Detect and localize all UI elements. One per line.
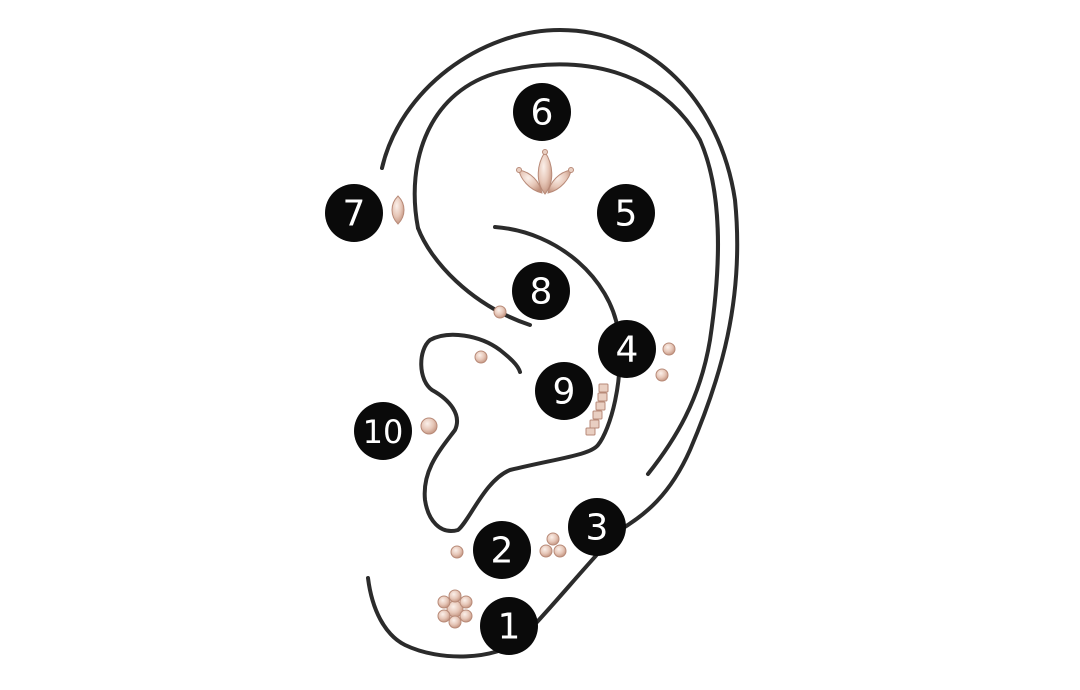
marker-1-label: 1 — [498, 607, 521, 648]
marker-2-label: 2 — [491, 531, 514, 572]
marker-4-label: 4 — [616, 330, 639, 371]
jewelry — [391, 149, 676, 629]
small-stud-icon — [493, 305, 507, 319]
double-stud-icon — [655, 342, 676, 382]
marker-10-label: 10 — [363, 413, 404, 451]
helix-outer-rim — [366, 28, 740, 659]
lotus-stud-icon — [516, 149, 574, 195]
flower-cluster-stud-icon — [437, 589, 473, 629]
marker-5[interactable]: 5 — [597, 184, 655, 242]
marker-10[interactable]: 10 — [354, 402, 412, 460]
small-stud-icon — [474, 350, 488, 364]
marker-1[interactable]: 1 — [480, 597, 538, 655]
markers: 1 2 3 4 5 6 7 8 — [325, 83, 656, 655]
marker-6[interactable]: 6 — [513, 83, 571, 141]
marker-6-label: 6 — [531, 93, 554, 134]
helix-inner-rim — [412, 62, 720, 476]
marker-5-label: 5 — [615, 194, 638, 235]
marker-8-label: 8 — [530, 272, 553, 313]
marker-2[interactable]: 2 — [473, 521, 531, 579]
marquise-stud-icon — [391, 195, 405, 225]
marker-3-label: 3 — [586, 508, 609, 549]
marker-4[interactable]: 4 — [598, 320, 656, 378]
round-stud-icon — [420, 417, 438, 435]
marker-8[interactable]: 8 — [512, 262, 570, 320]
small-stud-icon — [450, 545, 464, 559]
trinity-cluster-stud-icon — [539, 532, 567, 558]
marker-9-label: 9 — [553, 372, 576, 413]
marker-7[interactable]: 7 — [325, 184, 383, 242]
curved-bar-icon — [585, 383, 609, 436]
antihelix-curve — [416, 226, 532, 327]
marker-7-label: 7 — [343, 194, 366, 235]
marker-3[interactable]: 3 — [568, 498, 626, 556]
marker-9[interactable]: 9 — [535, 362, 593, 420]
